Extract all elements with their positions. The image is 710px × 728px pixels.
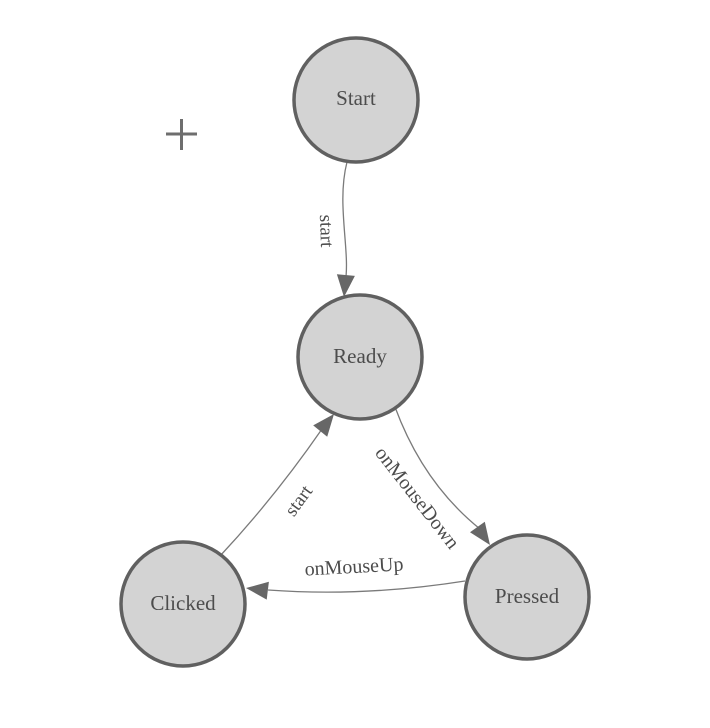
state-node-start-circle[interactable] xyxy=(292,36,420,164)
state-node-ready-circle[interactable] xyxy=(296,293,424,421)
arrowhead-into-clicked xyxy=(246,581,269,600)
state-node-start[interactable]: Start xyxy=(292,36,420,164)
edge-label-onmouseup: onMouseUp xyxy=(304,553,404,580)
state-node-clicked[interactable]: Clicked xyxy=(119,540,247,668)
edge-clicked-to-ready[interactable]: start xyxy=(219,414,334,557)
state-node-pressed-circle[interactable] xyxy=(463,533,591,661)
state-node-ready[interactable]: Ready xyxy=(296,293,424,421)
edge-ready-to-pressed[interactable]: onMouseDown xyxy=(370,406,490,554)
arrowhead-into-pressed xyxy=(470,521,490,545)
state-node-clicked-circle[interactable] xyxy=(119,540,247,668)
edge-label-start-2: start xyxy=(281,481,318,520)
edge-label-onmousedown: onMouseDown xyxy=(370,443,463,554)
plus-crosshair-icon xyxy=(166,119,197,150)
state-node-pressed[interactable]: Pressed xyxy=(463,533,591,661)
edge-start-to-ready[interactable]: start xyxy=(315,161,355,297)
arrowhead-into-ready-bottom xyxy=(313,414,334,437)
edge-label-start-1: start xyxy=(315,214,337,248)
edge-pressed-to-clicked[interactable]: onMouseUp xyxy=(246,553,466,600)
arrowhead-into-ready-top xyxy=(336,274,355,297)
